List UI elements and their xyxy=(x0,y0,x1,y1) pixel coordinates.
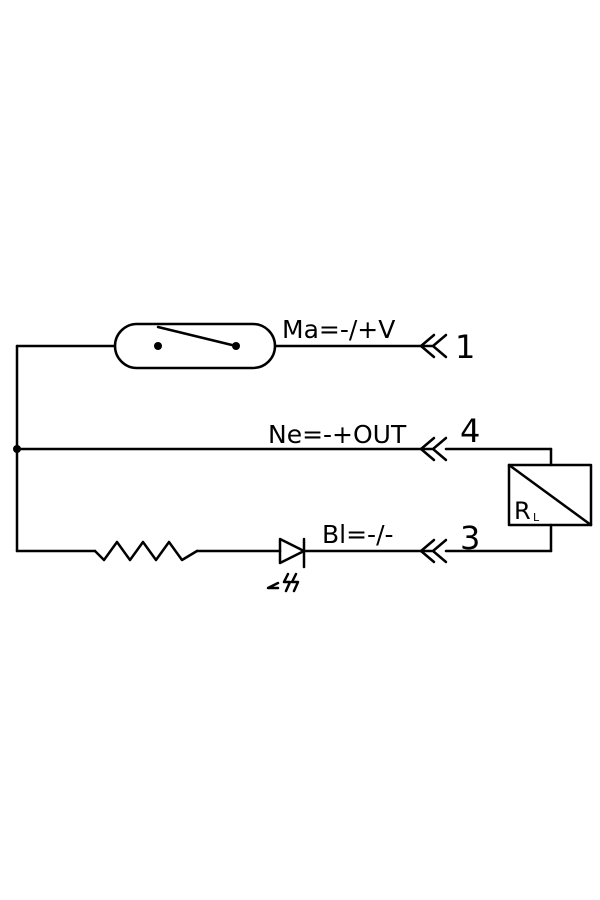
brown-wire-label: Ma=-/+V xyxy=(282,315,395,344)
load-label: R xyxy=(514,497,531,525)
reed-switch-icon xyxy=(113,322,277,370)
resistor-icon xyxy=(93,540,199,562)
pin-number-1: 1 xyxy=(455,328,475,366)
pin-number-3: 3 xyxy=(460,519,480,557)
connector-arrow-icon xyxy=(419,436,448,462)
black-wire-label: Ne=-+OUT xyxy=(268,420,407,449)
blue-wire-label: Bl=-/- xyxy=(322,520,394,549)
led-icon xyxy=(266,537,306,593)
pin-number-4: 4 xyxy=(460,412,480,450)
connector-arrow-icon xyxy=(419,333,448,359)
connector-arrow-icon xyxy=(419,538,448,564)
load-subscript: L xyxy=(533,511,540,524)
